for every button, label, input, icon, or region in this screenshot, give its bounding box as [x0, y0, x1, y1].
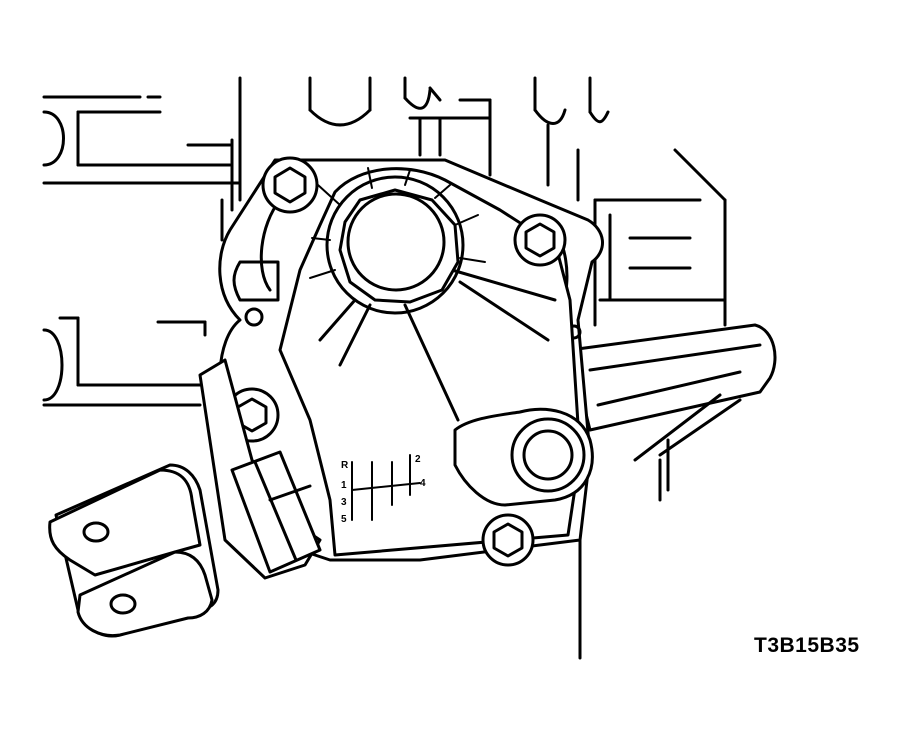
- shift-label-2: 2: [415, 454, 421, 465]
- selector-shaft: [338, 188, 460, 304]
- background-housing: [42, 76, 727, 660]
- shift-pattern: R 1 3 5 2 4: [341, 454, 426, 525]
- shift-label-5: 5: [341, 514, 347, 525]
- shift-lever-arm: [453, 407, 594, 507]
- cable-connector: [48, 358, 322, 638]
- shift-label-3: 3: [341, 497, 347, 508]
- shift-label-1: 1: [341, 480, 347, 491]
- shift-rod: [568, 323, 777, 462]
- shift-label-r: R: [341, 460, 349, 471]
- shift-label-4: 4: [420, 478, 426, 489]
- figure-code: T3B15B35: [754, 634, 860, 657]
